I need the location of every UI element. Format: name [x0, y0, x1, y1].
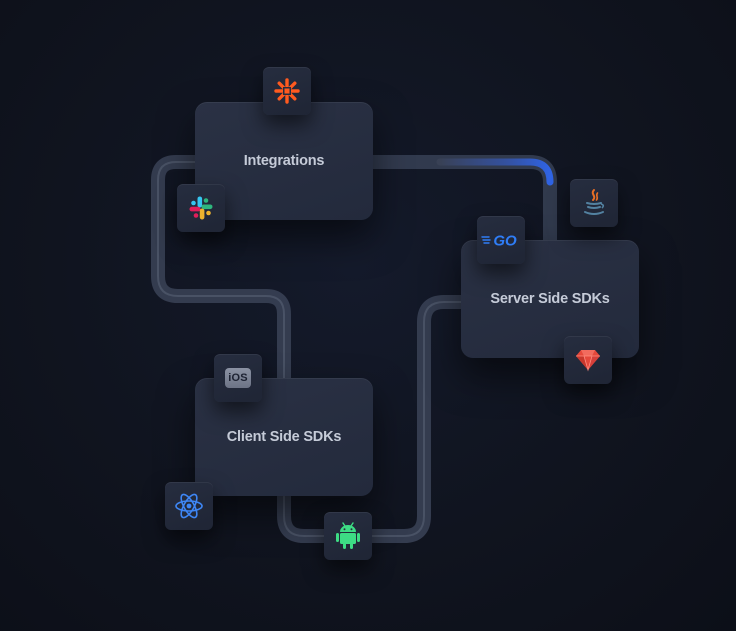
react-tile[interactable] [165, 482, 213, 530]
slack-icon [189, 196, 213, 220]
slack-tile[interactable] [177, 184, 225, 232]
ruby-gem-icon [576, 350, 600, 372]
android-tile[interactable] [324, 512, 372, 560]
ios-badge-text: iOS [228, 372, 248, 384]
ios-tile[interactable]: iOS [214, 354, 262, 402]
ruby-tile[interactable] [564, 336, 612, 384]
integrations-label: Integrations [243, 153, 325, 169]
ios-badge-icon: iOS [225, 368, 251, 388]
java-cup-icon [584, 189, 605, 215]
go-tile[interactable]: GO [477, 216, 525, 264]
client-sdks-label: Client Side SDKs [226, 429, 342, 445]
zapier-tile[interactable] [263, 67, 311, 115]
react-atom-icon [175, 493, 203, 519]
zapier-asterisk-icon [274, 78, 300, 104]
go-logo-text: GO [493, 233, 517, 250]
android-robot-icon [336, 522, 360, 549]
server-sdks-label: Server Side SDKs [490, 291, 610, 307]
go-logo-icon: GO [481, 233, 517, 250]
java-tile[interactable] [570, 179, 618, 227]
